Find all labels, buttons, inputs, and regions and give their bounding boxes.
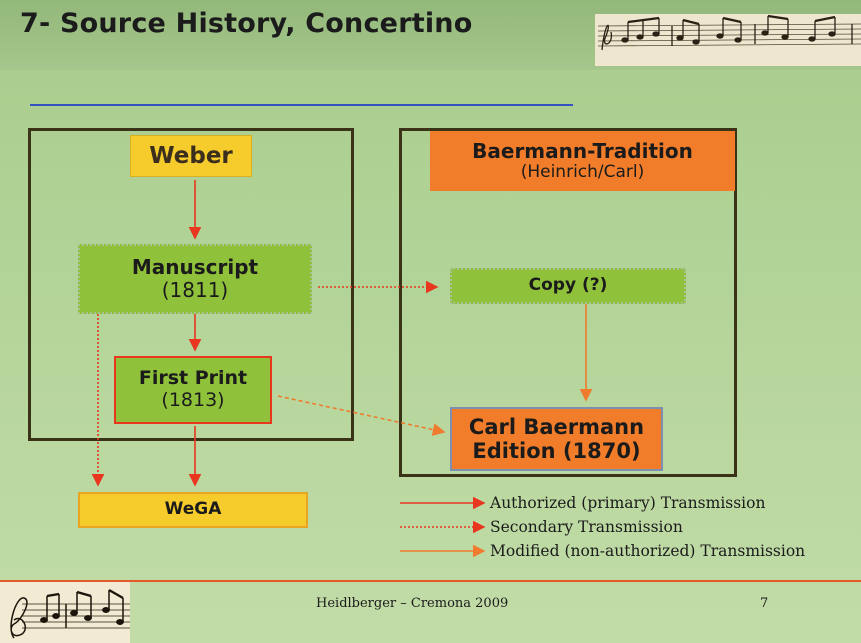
edition-line-2: Edition (1870) [472, 439, 641, 463]
legend-authorized-label: Authorized (primary) Transmission [490, 494, 766, 512]
manuscript-box: Manuscript (1811) [78, 244, 312, 314]
baermann-tradition-sub: (Heinrich/Carl) [520, 161, 645, 182]
first-print-year: (1813) [161, 389, 225, 411]
manuscript-label: Manuscript [131, 255, 259, 279]
baermann-tradition-label: Baermann-Tradition [472, 138, 693, 163]
legend-secondary-label: Secondary Transmission [490, 518, 683, 536]
footer-credit: Heidlberger – Cremona 2009 [316, 596, 509, 611]
footer-rule [0, 580, 861, 582]
blue-rule [30, 104, 573, 106]
slide-title: 7- Source History, Concertino [20, 8, 473, 39]
arrow-firstprint-to-edition-dashed [277, 395, 446, 436]
weber-label: Weber [149, 142, 233, 169]
first-print-box: First Print (1813) [114, 356, 272, 424]
wega-label: WeGA [164, 499, 222, 520]
carl-baermann-edition-box: Carl Baermann Edition (1870) [450, 407, 663, 471]
baermann-tradition-box: Baermann-Tradition (Heinrich/Carl) [430, 131, 735, 191]
legend-modified-label: Modified (non-authorized) Transmission [490, 542, 806, 560]
page-number: 7 [760, 596, 769, 611]
weber-box: Weber [130, 135, 252, 177]
edition-line-1: Carl Baermann [468, 414, 645, 439]
weber-frame [28, 128, 354, 441]
baermann-frame [399, 128, 737, 477]
first-print-label: First Print [138, 367, 248, 390]
copy-label: Copy (?) [528, 275, 608, 296]
manuscript-year: (1811) [161, 278, 229, 302]
wega-box: WeGA [78, 492, 308, 528]
copy-box: Copy (?) [450, 268, 686, 304]
